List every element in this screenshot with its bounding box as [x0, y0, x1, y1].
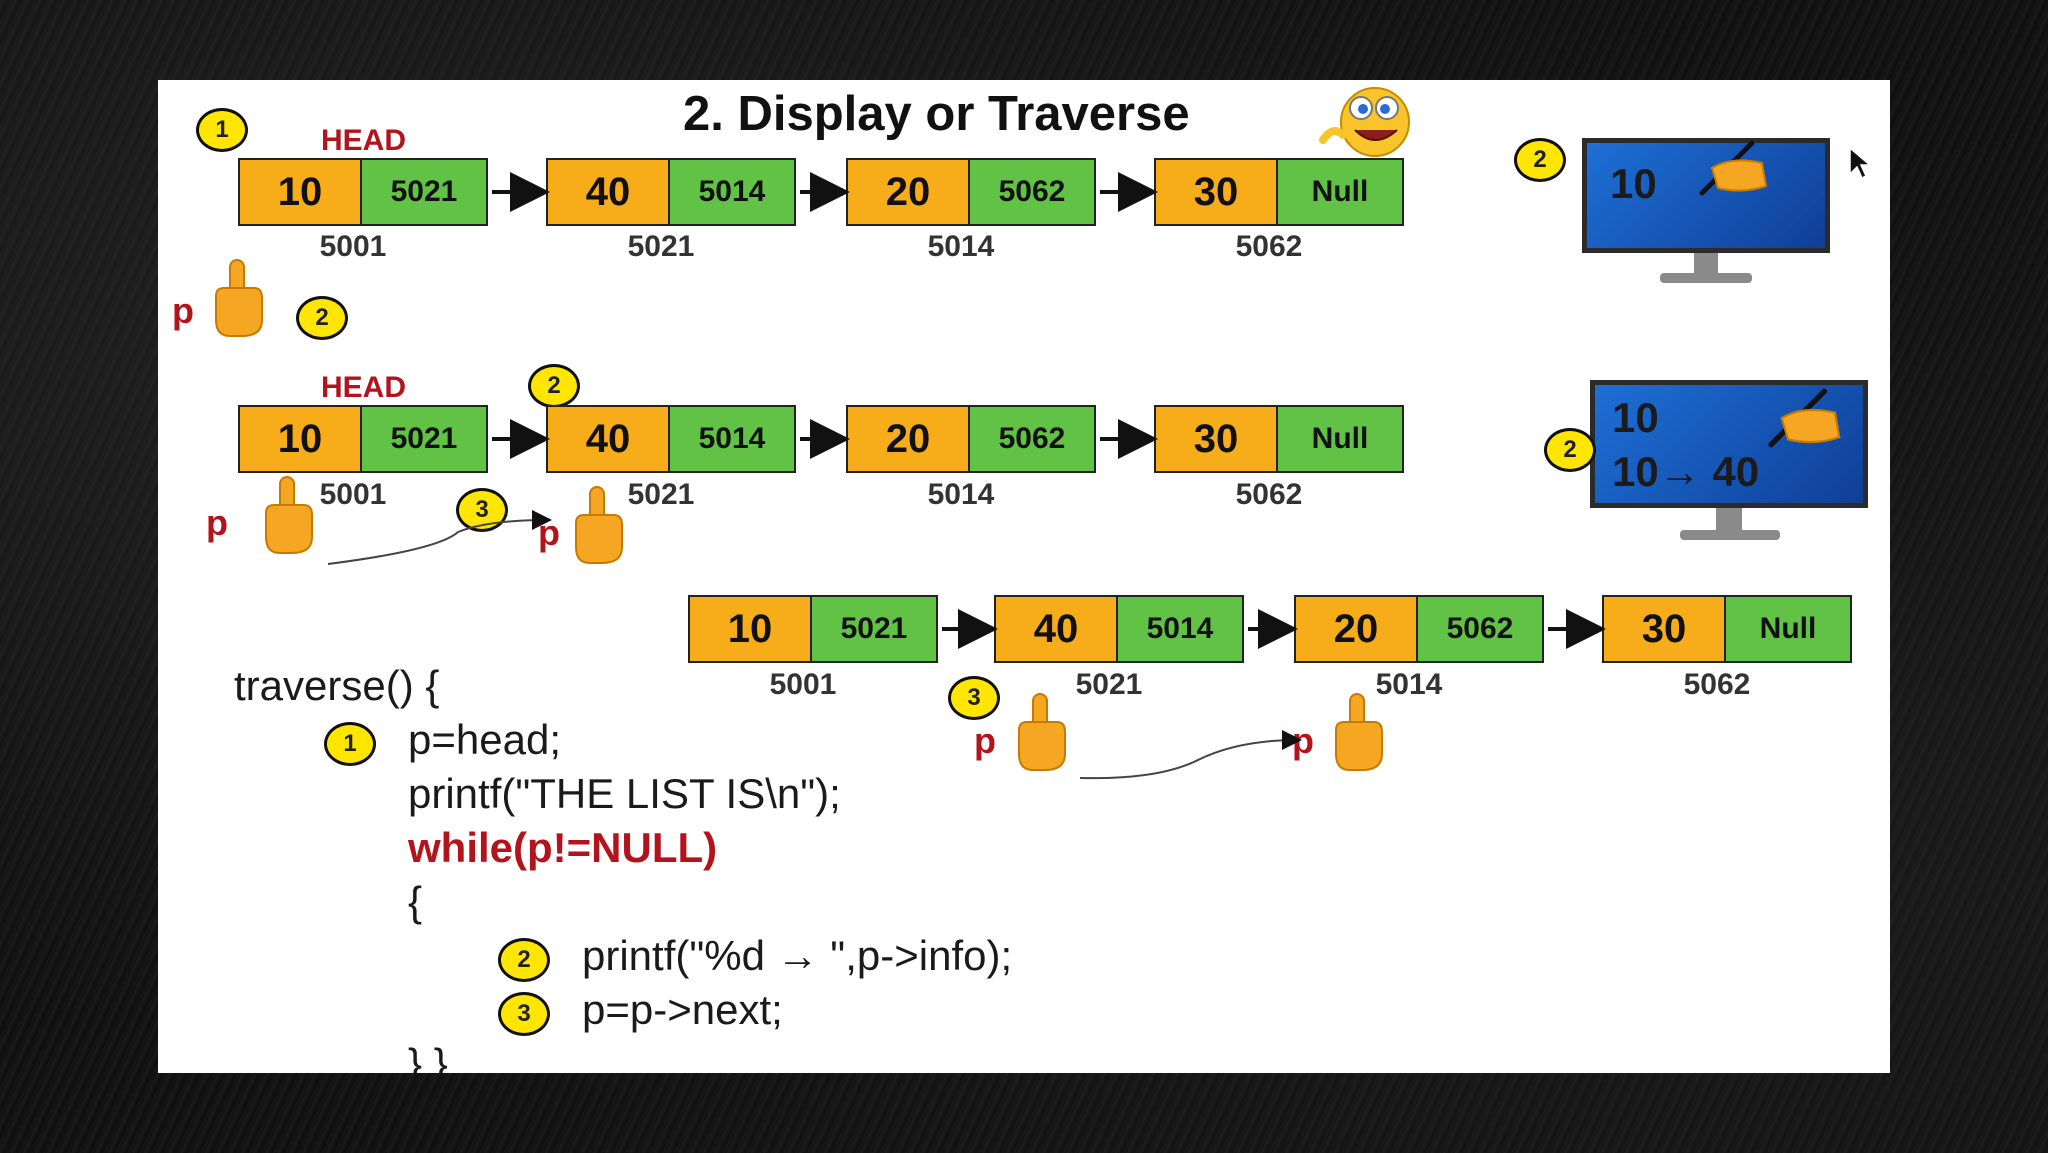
- step-badge-1: 1: [196, 108, 248, 152]
- node-address: 5014: [927, 478, 995, 511]
- node-address: 5021: [1075, 668, 1143, 701]
- smiley-icon: [1319, 87, 1410, 157]
- pointing-hand-icon: [1335, 693, 1383, 771]
- code-line-8: } }: [408, 1040, 448, 1073]
- node-address: 5001: [769, 668, 837, 701]
- node-address: 5001: [319, 478, 387, 511]
- slide-title: 2. Display or Traverse: [683, 87, 1190, 141]
- node-next-cell: 5014: [670, 405, 796, 473]
- node-next-cell: 5014: [670, 158, 796, 226]
- node-info-cell: 30: [1154, 158, 1278, 226]
- writing-hand-icon: [1768, 388, 1841, 448]
- node-info-cell: 40: [546, 405, 670, 473]
- node-info-cell: 30: [1154, 405, 1278, 473]
- monitor-icon: 10 10→ 40: [1590, 380, 1870, 550]
- node-address: 5021: [627, 478, 695, 511]
- node-info-cell: 30: [1602, 595, 1726, 663]
- code-line-1: traverse() {: [234, 662, 440, 709]
- node-next-cell: Null: [1278, 158, 1404, 226]
- node-next-cell: 5021: [812, 595, 938, 663]
- pointing-hand-icon: [575, 486, 623, 564]
- cursor-icon: [1849, 146, 1873, 180]
- step-badge-3: 3: [498, 992, 550, 1036]
- node-info-cell: 20: [1294, 595, 1418, 663]
- pointer-move-arrow: [1079, 730, 1302, 780]
- code-line-3: printf("THE LIST IS\n");: [408, 770, 841, 817]
- node-address: 5014: [927, 230, 995, 263]
- code-line-2: p=head;: [408, 716, 561, 763]
- monitor-1-line-1: 10: [1610, 160, 1657, 207]
- pointing-hand-icon: [265, 476, 313, 554]
- node-info-cell: 10: [238, 405, 362, 473]
- node-address: 5062: [1235, 478, 1303, 511]
- code-line-6: printf("%d → ",p->info);: [582, 932, 1013, 979]
- node-next-cell: 5062: [970, 405, 1096, 473]
- monitor-2-line-2: 10→ 40: [1612, 448, 1760, 495]
- pointer-label-p: p: [172, 290, 194, 331]
- pointing-hand-icon: [215, 259, 263, 337]
- pointer-label-p: p: [206, 502, 228, 543]
- node-info-cell: 40: [994, 595, 1118, 663]
- node-address: 5001: [319, 230, 387, 263]
- code-line-7: p=p->next;: [582, 986, 783, 1033]
- step-badge-2: 2: [498, 938, 550, 982]
- connector-overlay: [327, 172, 1606, 780]
- monitor-2-line-1: 10: [1612, 394, 1659, 441]
- node-next-cell: 5014: [1118, 595, 1244, 663]
- node-address: 5062: [1235, 230, 1303, 263]
- pointer-label-p: p: [974, 720, 996, 761]
- node-next-cell: Null: [1726, 595, 1852, 663]
- node-address: 5062: [1683, 668, 1751, 701]
- step-badge-2: 2: [1544, 428, 1596, 472]
- node-info-cell: 10: [688, 595, 812, 663]
- node-next-cell: 5062: [1418, 595, 1544, 663]
- code-line-4: while(p!=NULL): [408, 824, 718, 871]
- node-address: 5021: [627, 230, 695, 263]
- node-next-cell: 5021: [362, 405, 488, 473]
- node-info-cell: 10: [238, 158, 362, 226]
- node-address: 5014: [1375, 668, 1443, 701]
- node-next-cell: 5021: [362, 158, 488, 226]
- pointer-move-arrow: [327, 510, 552, 565]
- monitor-icon: 10: [1582, 138, 1832, 288]
- step-badge-2: 2: [296, 296, 348, 340]
- step-badge-3: 3: [948, 676, 1000, 720]
- head-label-2: HEAD: [321, 371, 407, 404]
- step-badge-1: 1: [324, 722, 376, 766]
- code-line-5: {: [408, 878, 423, 925]
- head-label-1: HEAD: [321, 124, 407, 157]
- node-info-cell: 20: [846, 158, 970, 226]
- writing-hand-icon: [1699, 140, 1768, 196]
- pointing-hand-icon: [1018, 693, 1066, 771]
- node-next-cell: 5062: [970, 158, 1096, 226]
- node-info-cell: 20: [846, 405, 970, 473]
- node-next-cell: Null: [1278, 405, 1404, 473]
- step-badge-2: 2: [1514, 138, 1566, 182]
